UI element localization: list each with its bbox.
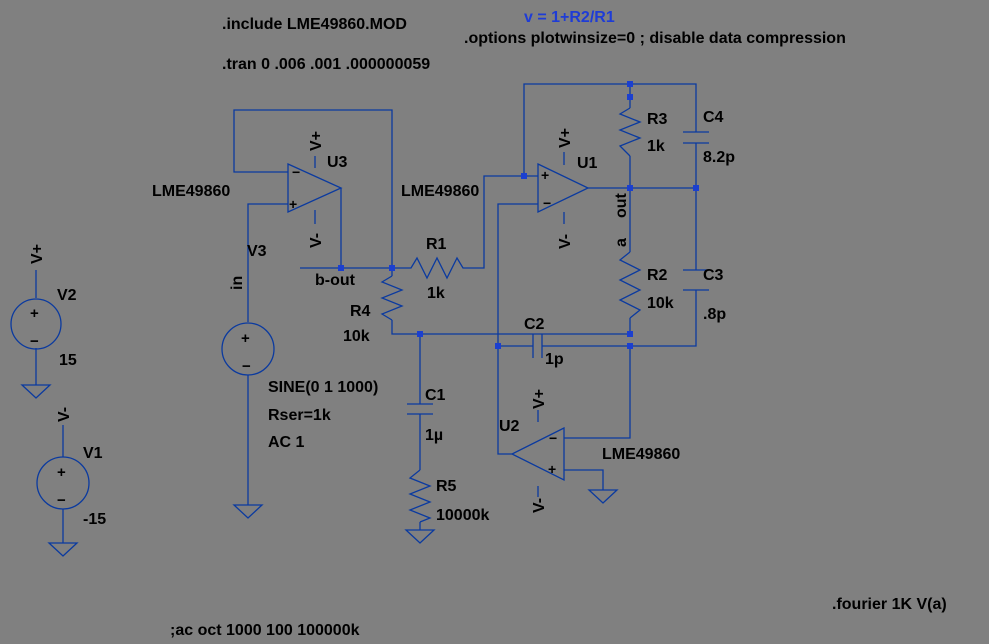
v1-name: V1	[83, 445, 103, 462]
resistor-r5[interactable]: R5 10000k	[408, 469, 489, 524]
svg-text:−: −	[57, 492, 66, 509]
u1-model: LME49860	[401, 183, 479, 200]
svg-text:+: +	[548, 461, 556, 477]
svg-text:+: +	[57, 464, 66, 481]
capacitor-c1[interactable]: C1 1µ	[407, 387, 446, 444]
capacitor-c4[interactable]: C4 8.2p	[683, 109, 735, 166]
c4-name: C4	[703, 109, 724, 126]
gain-comment[interactable]: v = 1+R2/R1	[524, 9, 615, 26]
r3-name: R3	[647, 111, 668, 128]
u3-vplus-label: V+	[308, 131, 325, 151]
resistor-r1[interactable]: R1 1k	[406, 236, 469, 302]
resistor-r4[interactable]: R4 10k	[343, 275, 404, 345]
v3-line2: Rser=1k	[268, 407, 331, 424]
svg-text:+: +	[30, 305, 39, 322]
resistor-r2[interactable]: R2 10k	[618, 251, 674, 319]
r2-name: R2	[647, 267, 668, 284]
svg-text:−: −	[30, 333, 39, 350]
c3-value: .8p	[703, 306, 726, 323]
net-label-out[interactable]: out	[613, 192, 630, 218]
u2-name: U2	[499, 418, 520, 435]
v2-name: V2	[57, 287, 77, 304]
svg-text:+: +	[241, 330, 250, 347]
opamp-u3[interactable]: − + U3 LME49860 V+ V-	[152, 131, 348, 248]
v3-name: V3	[247, 243, 267, 260]
c2-value: 1p	[545, 351, 564, 368]
voltage-source-v2[interactable]: + − V2 15 V+	[10, 244, 77, 369]
v2-net-label: V+	[29, 244, 46, 264]
v1-value: -15	[83, 511, 106, 528]
r4-value: 10k	[343, 328, 370, 345]
junctions	[338, 81, 699, 349]
svg-text:−: −	[292, 164, 300, 180]
include-directive[interactable]: .include LME49860.MOD	[222, 16, 407, 33]
c1-name: C1	[425, 387, 446, 404]
ground-symbols	[20, 384, 619, 557]
tran-directive[interactable]: .tran 0 .006 .001 .000000059	[222, 56, 430, 73]
v3-line1: SINE(0 1 1000)	[268, 379, 378, 396]
ac-comment[interactable]: ;ac oct 1000 100 100000k	[170, 622, 360, 639]
capacitor-c3[interactable]: C3 .8p	[683, 267, 726, 323]
svg-text:−: −	[242, 358, 251, 375]
svg-text:−: −	[549, 430, 557, 446]
r4-name: R4	[350, 303, 371, 320]
u1-vplus-label: V+	[557, 128, 574, 148]
u3-model: LME49860	[152, 183, 230, 200]
r5-name: R5	[436, 478, 457, 495]
v2-value: 15	[59, 352, 77, 369]
c3-name: C3	[703, 267, 724, 284]
options-directive[interactable]: .options plotwinsize=0 ; disable data co…	[464, 30, 846, 47]
resistor-r3[interactable]: R3 1k	[618, 107, 668, 157]
r1-name: R1	[426, 236, 447, 253]
voltage-source-v1[interactable]: + − V1 -15 V-	[36, 407, 106, 528]
svg-text:+: +	[289, 196, 297, 212]
net-label-a[interactable]: a	[613, 238, 630, 247]
u3-name: U3	[327, 154, 348, 171]
svg-text:−: −	[543, 195, 551, 211]
v3-line3: AC 1	[268, 434, 305, 451]
u2-vminus-label: V-	[531, 498, 548, 513]
r3-value: 1k	[647, 138, 665, 155]
c2-name: C2	[524, 316, 545, 333]
u2-vplus-label: V+	[531, 389, 548, 409]
r5-value: 10000k	[436, 507, 489, 524]
svg-text:+: +	[541, 167, 549, 183]
u3-vminus-label: V-	[308, 233, 325, 248]
c4-value: 8.2p	[703, 149, 735, 166]
r1-value: 1k	[427, 285, 445, 302]
capacitor-c2[interactable]: C2 1p	[524, 316, 564, 368]
net-label-b-out[interactable]: b-out	[315, 272, 356, 289]
net-label-in[interactable]: in	[229, 276, 246, 290]
opamp-u1[interactable]: + − U1 LME49860 V+ V-	[401, 128, 598, 249]
c1-value: 1µ	[425, 427, 443, 444]
fourier-directive[interactable]: .fourier 1K V(a)	[832, 596, 947, 613]
v1-net-label: V-	[56, 407, 73, 422]
opamp-u2[interactable]: − + U2 LME49860 V+ V-	[499, 389, 680, 513]
wires[interactable]	[35, 83, 697, 543]
u1-vminus-label: V-	[557, 234, 574, 249]
r2-value: 10k	[647, 295, 674, 312]
voltage-source-v3[interactable]: + − V3 SINE(0 1 1000) Rser=1k AC 1	[221, 243, 378, 451]
u1-name: U1	[577, 155, 598, 172]
u2-model: LME49860	[602, 446, 680, 463]
